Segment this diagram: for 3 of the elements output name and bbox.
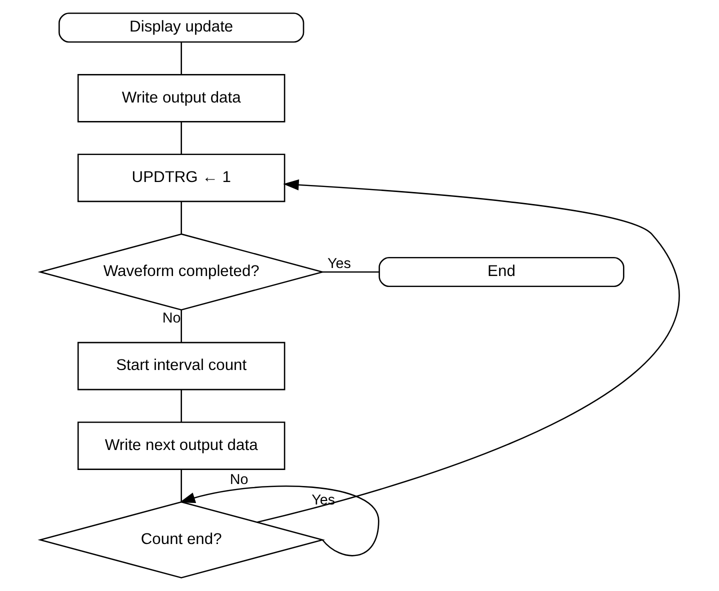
edge-label: No <box>229 472 248 488</box>
edge-label: Yes <box>326 256 350 272</box>
edge-label: No <box>162 310 180 326</box>
